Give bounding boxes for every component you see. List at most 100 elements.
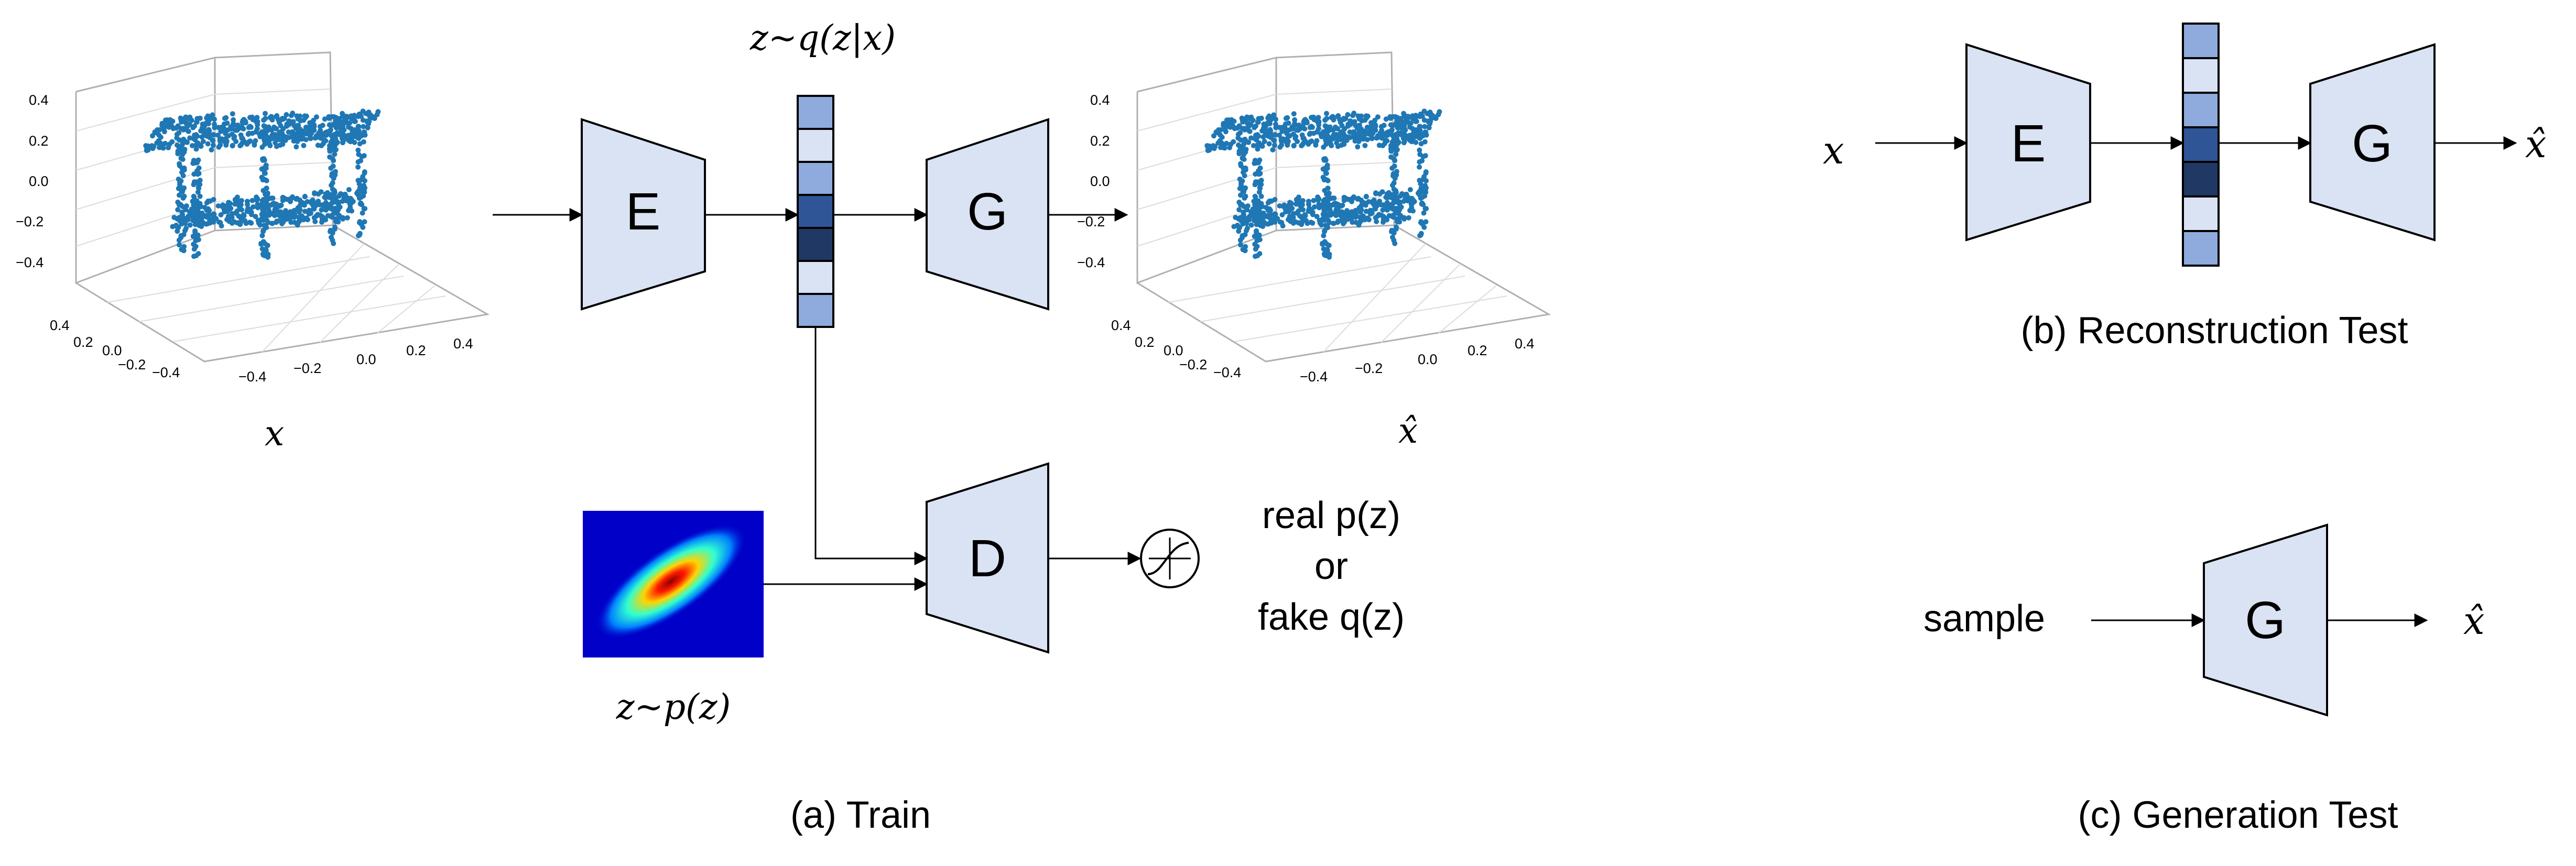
point xyxy=(1212,144,1218,149)
point xyxy=(234,194,240,200)
point xyxy=(250,117,256,123)
point xyxy=(330,237,335,243)
point xyxy=(1211,133,1216,139)
prior-gaussian-image xyxy=(583,511,764,657)
point xyxy=(1389,202,1395,207)
point xyxy=(206,212,212,217)
point xyxy=(191,179,197,185)
point xyxy=(176,130,182,136)
point xyxy=(1323,170,1329,176)
point xyxy=(305,217,310,223)
point xyxy=(1381,123,1387,128)
point xyxy=(1313,142,1319,148)
point xyxy=(261,123,267,129)
point xyxy=(266,212,272,218)
point xyxy=(1259,128,1265,134)
point xyxy=(361,193,366,199)
point xyxy=(231,219,237,225)
recon-output-xhat: x̂ xyxy=(2525,122,2547,166)
point xyxy=(1270,147,1276,152)
point xyxy=(1324,247,1330,253)
point xyxy=(333,147,339,152)
point xyxy=(1379,133,1385,138)
point xyxy=(1394,136,1400,142)
point xyxy=(361,187,366,192)
point xyxy=(1227,145,1233,150)
point xyxy=(1428,118,1433,124)
point xyxy=(1418,220,1423,225)
point xyxy=(1401,138,1407,144)
point xyxy=(291,207,297,213)
point xyxy=(1235,223,1241,228)
point xyxy=(244,199,250,204)
point xyxy=(262,170,267,176)
point xyxy=(290,119,296,125)
point xyxy=(157,140,163,146)
or-text: or xyxy=(1314,545,1348,587)
point xyxy=(1244,221,1249,226)
point xyxy=(194,203,199,209)
point xyxy=(1376,212,1382,217)
point xyxy=(1304,118,1310,124)
point xyxy=(318,189,324,195)
point xyxy=(1248,116,1254,122)
point xyxy=(1413,139,1419,145)
point xyxy=(1354,126,1360,131)
gen-generator-label: G xyxy=(2245,591,2286,650)
point xyxy=(230,111,235,117)
point xyxy=(360,224,366,230)
point xyxy=(1253,179,1258,185)
point xyxy=(217,136,223,141)
point xyxy=(234,208,240,214)
point xyxy=(329,212,335,218)
point xyxy=(228,124,234,130)
point xyxy=(293,126,299,131)
point xyxy=(1437,109,1442,115)
point xyxy=(211,213,216,219)
point xyxy=(362,206,368,212)
point xyxy=(269,133,275,138)
point xyxy=(1414,118,1419,124)
point xyxy=(349,197,355,203)
train-panel: 0.4 0.2 0.0 −0.2 −0.4 0.4 0.2 0.0 −0.2 −… xyxy=(16,18,1551,836)
point xyxy=(195,251,201,257)
point xyxy=(1257,251,1263,257)
point xyxy=(1292,136,1298,141)
point xyxy=(1265,120,1270,126)
point xyxy=(227,201,233,206)
point xyxy=(296,209,302,215)
point xyxy=(1302,213,1308,218)
point xyxy=(1229,123,1235,129)
point xyxy=(1218,132,1223,138)
point xyxy=(340,199,345,204)
point xyxy=(1242,138,1247,144)
point xyxy=(160,145,166,151)
point xyxy=(189,143,195,148)
point xyxy=(1243,167,1248,173)
output-table-points xyxy=(1204,108,1442,260)
point xyxy=(1390,114,1396,119)
point xyxy=(183,203,189,209)
point xyxy=(1246,123,1252,129)
point xyxy=(190,234,196,239)
point xyxy=(192,228,198,234)
point xyxy=(332,151,338,157)
point xyxy=(1358,216,1364,222)
point xyxy=(320,123,325,128)
point xyxy=(316,199,321,204)
point xyxy=(1255,119,1261,125)
z-tick: −0.4 xyxy=(16,255,44,270)
point xyxy=(309,199,314,204)
point xyxy=(1394,169,1399,174)
point xyxy=(1417,178,1422,183)
point xyxy=(1335,114,1340,119)
point xyxy=(198,128,204,134)
point xyxy=(1324,111,1329,116)
point xyxy=(1383,116,1389,122)
point xyxy=(1390,206,1396,212)
point xyxy=(1287,214,1292,220)
point xyxy=(336,213,342,218)
point xyxy=(263,132,269,138)
point xyxy=(1322,123,1328,129)
point xyxy=(1306,199,1311,204)
